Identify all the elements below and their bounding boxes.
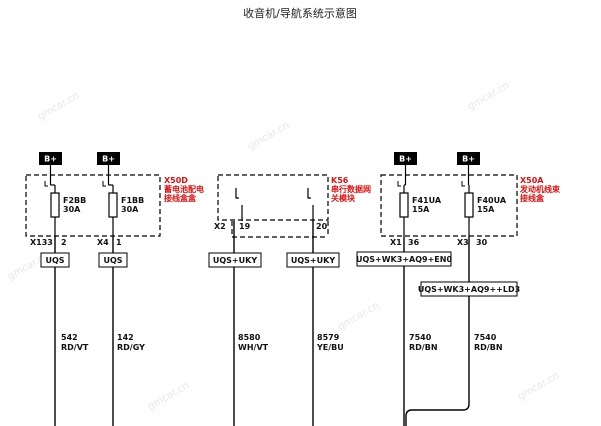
- power-terminal-label: B+: [44, 155, 57, 164]
- power-mode-label: UQS: [103, 256, 122, 265]
- power-drop-lines: [49, 165, 470, 178]
- wire-circuit: 8579: [317, 333, 340, 342]
- module-label-line: 蓄电池配电: [164, 184, 204, 194]
- power-mode-box: UQS+WK3+AQ9++LD3: [418, 281, 520, 297]
- fuse-name: F40UA: [477, 196, 507, 205]
- power-mode-label: UQS+UKY: [213, 256, 257, 265]
- fuse-name: F41UA: [412, 196, 442, 205]
- fuse-name: F2BB: [63, 196, 86, 205]
- power-mode-frame: [208, 252, 262, 268]
- power-mode-label: UQS+WK3+AQ9++LD3: [418, 285, 520, 294]
- power-terminal-box: [97, 152, 120, 165]
- watermark: gmcar.cn: [516, 370, 561, 402]
- wire-color: WH/VT: [238, 343, 269, 352]
- power-mode-box: UQS+WK3+AQ9+EN0: [356, 251, 452, 267]
- fuse-name: F1BB: [121, 196, 144, 205]
- connector-pin: 1: [116, 238, 122, 247]
- power-mode-box: UQS: [40, 252, 70, 268]
- connector-id: X133: [30, 238, 53, 247]
- power-terminal: B+: [97, 152, 120, 165]
- power-mode-box: UQS+UKY: [286, 252, 340, 268]
- module-label-line: K56: [331, 176, 349, 185]
- connector-id: X2: [214, 222, 226, 231]
- connector-id: X4: [97, 238, 109, 247]
- power-terminal-label: B+: [102, 155, 115, 164]
- power-terminal-box: [394, 152, 417, 165]
- module-label-line: 接线盒盒: [164, 193, 197, 203]
- wire-runs: [54, 221, 470, 426]
- connector-id: X3: [457, 238, 469, 247]
- fuse-rating: 30A: [63, 205, 81, 214]
- power-mode-label: UQS+WK3+AQ9+EN0: [356, 255, 452, 264]
- connector-pin: 30: [476, 238, 488, 247]
- watermark: gmcar.cn: [336, 300, 381, 332]
- power-terminal: B+: [394, 152, 417, 165]
- connector-pin: 2: [61, 238, 67, 247]
- module-box-x50d: [25, 174, 161, 237]
- wire-circuit: 7540: [409, 333, 432, 342]
- power-mode-box: UQS: [98, 252, 128, 268]
- power-terminal-box: [457, 152, 480, 165]
- k56-connector-band: [231, 221, 329, 238]
- module-label-line: X50D: [164, 176, 188, 185]
- fuse-body: [50, 192, 60, 218]
- module-label-x50d: X50D 蓄电池配电 接线盒盒: [164, 176, 204, 203]
- module-label-k56: K56 串行数据网 关模块: [331, 176, 371, 203]
- power-terminal-box: [39, 152, 62, 165]
- module-label-line: 接线盒: [520, 193, 545, 203]
- module-label-line: 发动机线束: [519, 184, 561, 194]
- power-terminal-label: B+: [462, 155, 475, 164]
- module-label-line: 串行数据网: [331, 184, 371, 194]
- power-terminal: B+: [39, 152, 62, 165]
- module-label-line: X50A: [520, 176, 544, 185]
- fuse-body: [399, 192, 409, 218]
- connector-pin: 20: [316, 222, 328, 231]
- power-mode-label: UQS: [45, 256, 64, 265]
- wire-circuit: 542: [61, 333, 78, 342]
- fuse-branch-lines: [49, 178, 470, 237]
- fuse-body: [108, 192, 118, 218]
- k56-contact-marks: [235, 188, 314, 221]
- wire-circuit: 7540: [474, 333, 497, 342]
- watermark: gmcar.cn: [246, 120, 291, 152]
- fuse-hook-marks: [44, 181, 465, 187]
- wire-color: RD/BN: [474, 343, 503, 352]
- watermark: gmcar.cn: [466, 80, 511, 112]
- watermark: gmcar.cn: [146, 380, 191, 412]
- power-mode-box: UQS+UKY: [208, 252, 262, 268]
- wire-color: RD/GY: [117, 343, 145, 352]
- fuse-body: [464, 192, 474, 218]
- wire-circuit: 142: [117, 333, 134, 342]
- wire-color: YE/BU: [316, 343, 344, 352]
- power-terminal-label: B+: [399, 155, 412, 164]
- fuse-rating: 30A: [121, 205, 139, 214]
- watermark: gmcar.cn: [36, 90, 81, 122]
- diagram-title: 收音机/导航系统示意图: [243, 6, 357, 20]
- fuse-rating: 15A: [477, 205, 495, 214]
- wire-circuit: 8580: [238, 333, 261, 342]
- connector-id: X1: [390, 238, 402, 247]
- wire-color: RD/BN: [409, 343, 438, 352]
- module-label-x50a: X50A 发动机线束 接线盒: [519, 176, 561, 203]
- module-box-x50a: [380, 174, 518, 237]
- connector-pin: 36: [408, 238, 420, 247]
- fuse-rating: 15A: [412, 205, 430, 214]
- module-box-k56: [217, 174, 329, 221]
- module-label-line: 关模块: [331, 193, 356, 203]
- connector-pin: 19: [239, 222, 251, 231]
- power-mode-label: UQS+UKY: [291, 256, 335, 265]
- power-terminal: B+: [457, 152, 480, 165]
- wire-color: RD/VT: [61, 343, 89, 352]
